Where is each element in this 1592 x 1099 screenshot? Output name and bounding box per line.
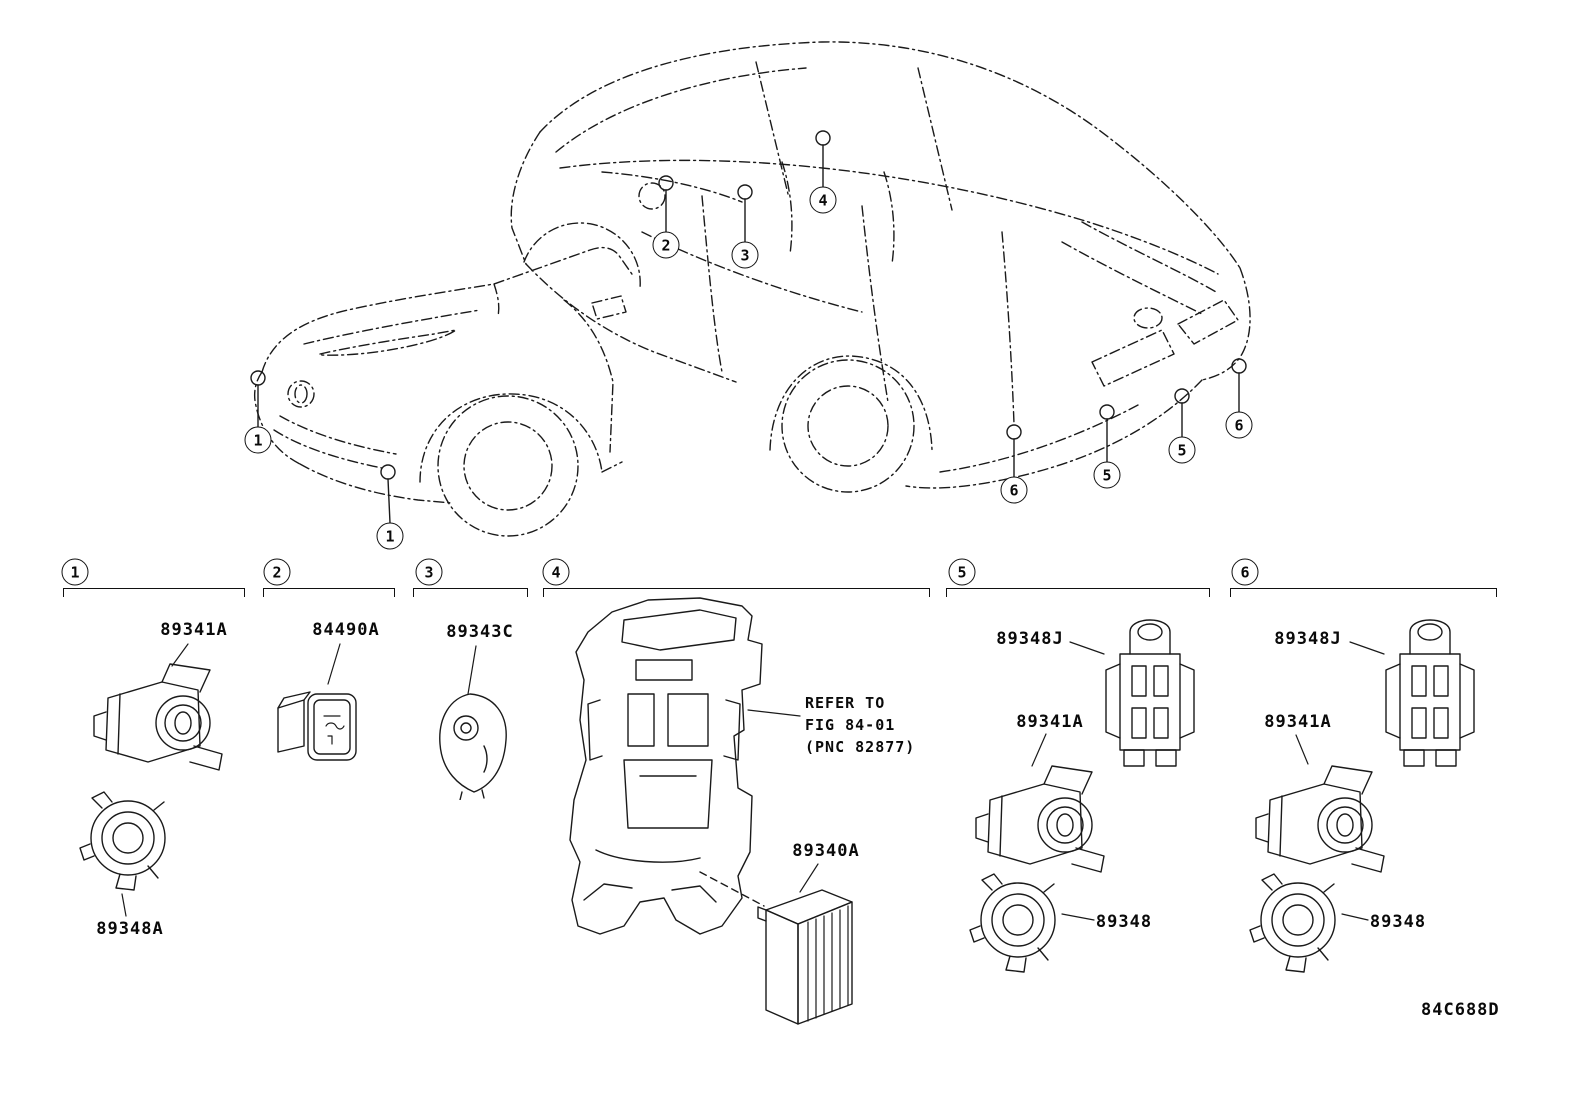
- callout-5-rear-right: 5: [1168, 436, 1196, 464]
- callout-1-front-lower: 1: [376, 522, 404, 550]
- callout-1-front-corner: 1: [244, 426, 272, 454]
- refer-note-line3: (PNC 82877): [805, 738, 916, 756]
- group2-span-bracket: [263, 588, 395, 597]
- group5-sensor-drawing: [975, 765, 1105, 873]
- front-car-drawing: [253, 246, 635, 537]
- callout-leader-lines: [250, 130, 1247, 524]
- callout-5-rear-center: 5: [1093, 461, 1121, 489]
- group2-switch-drawing: [277, 691, 357, 761]
- group1-sensor-drawing: [93, 663, 223, 771]
- group4-span-bracket: [543, 588, 930, 597]
- group1-number: 1: [61, 558, 89, 586]
- group5-part-drawings: [969, 619, 1195, 973]
- group1-retainer-drawing: [79, 791, 166, 891]
- callout-6-rear-corner: 6: [1225, 411, 1253, 439]
- side-car-drawing: [510, 41, 1251, 493]
- callout-3: 3: [731, 241, 759, 269]
- group6-part-drawings: [1249, 619, 1475, 973]
- group5-sensor-part-number: 89341A: [1016, 712, 1084, 732]
- group5-retainer-part-number: 89348: [1095, 912, 1153, 932]
- callout-2: 2: [652, 231, 680, 259]
- callout-4: 4: [809, 186, 837, 214]
- group1-span-bracket: [63, 588, 245, 597]
- group5-retainer-drawing: [969, 873, 1056, 973]
- group6-sensor-part-number: 89341A: [1264, 712, 1332, 732]
- group6-span-bracket: [1230, 588, 1497, 597]
- callout-6-rear-left: 6: [1000, 476, 1028, 504]
- refer-note-line2: FIG 84-01: [805, 716, 896, 734]
- figure-code: 84C688D: [1421, 1000, 1500, 1020]
- refer-note-line1: REFER TO: [805, 694, 886, 712]
- group4-part-drawings: [569, 597, 853, 1025]
- group5-span-bracket: [946, 588, 1210, 597]
- group3-span-bracket: [413, 588, 528, 597]
- group2-number: 2: [263, 558, 291, 586]
- group3-sensor-drawing: [439, 693, 507, 800]
- group2-part-drawings: [277, 643, 357, 761]
- group6-retainer-part-number: 89348: [1369, 912, 1427, 932]
- group5-bracket-part-number: 89348J: [996, 629, 1064, 649]
- group1-sensor-part-number: 89341A: [160, 620, 228, 640]
- group6-bracket-part-number: 89348J: [1274, 629, 1342, 649]
- group3-part-drawings: [439, 645, 507, 800]
- group6-retainer-drawing: [1249, 873, 1336, 973]
- group6-number: 6: [1231, 558, 1259, 586]
- group4-number: 4: [542, 558, 570, 586]
- group5-number: 5: [948, 558, 976, 586]
- group1-retainer-part-number: 89348A: [96, 919, 164, 939]
- group5-bracket-drawing: [1105, 619, 1195, 767]
- group3-number: 3: [415, 558, 443, 586]
- group2-switch-part-number: 84490A: [312, 620, 380, 640]
- group6-sensor-drawing: [1255, 765, 1385, 873]
- group6-bracket-drawing: [1385, 619, 1475, 767]
- group4-ecu-drawing: [757, 889, 853, 1025]
- refer-note: REFER TO FIG 84-01 (PNC 82877): [805, 692, 915, 758]
- group4-ecu-part-number: 89340A: [792, 841, 860, 861]
- group3-sensor-part-number: 89343C: [446, 622, 514, 642]
- group1-part-drawings: [79, 643, 223, 917]
